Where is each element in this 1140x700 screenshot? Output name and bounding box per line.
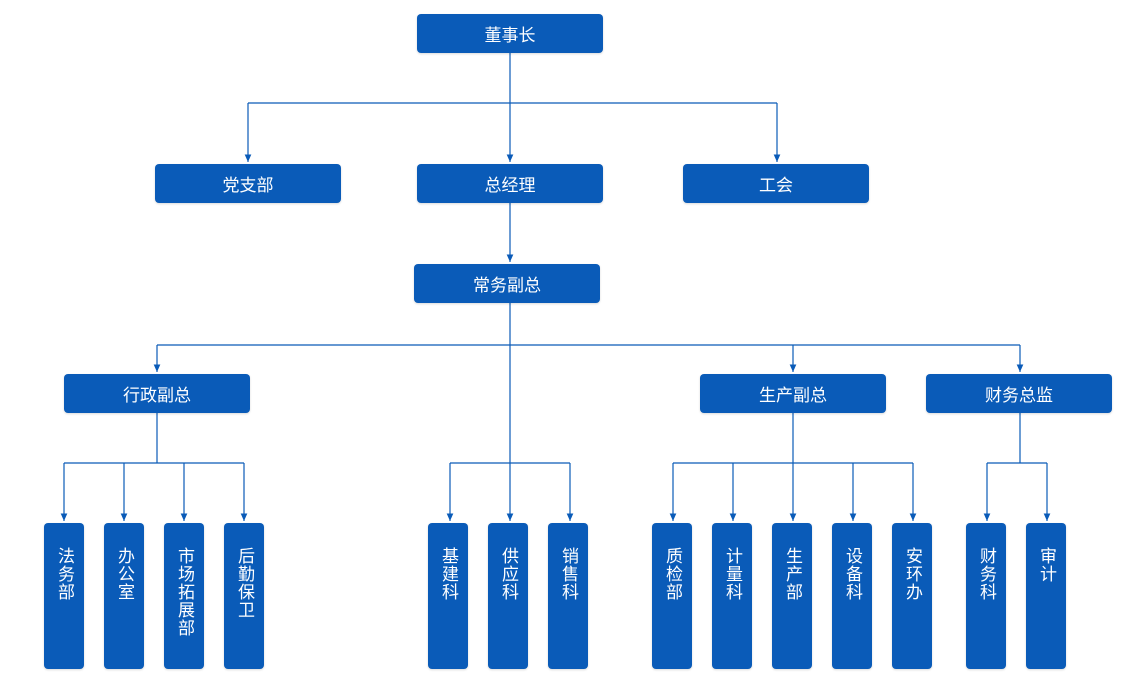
node-label: 设备科	[842, 547, 862, 601]
node-label: 安环办	[902, 547, 922, 601]
node-equipment: 设备科	[832, 523, 872, 669]
node-label: 基建科	[438, 547, 458, 601]
node-label: 财务科	[976, 547, 996, 601]
node-audit: 审计	[1026, 523, 1066, 669]
node-quality-dept: 质检部	[652, 523, 692, 669]
node-market-dept: 市场拓展部	[164, 523, 204, 669]
node-metrology: 计量科	[712, 523, 752, 669]
node-legal-dept: 法务部	[44, 523, 84, 669]
node-sales: 销售科	[548, 523, 588, 669]
node-safety-office: 安环办	[892, 523, 932, 669]
node-admin-vp: 行政副总	[64, 374, 250, 413]
node-party-branch: 党支部	[155, 164, 341, 203]
node-general-manager: 总经理	[417, 164, 603, 203]
node-label: 生产部	[782, 547, 802, 601]
node-label: 法务部	[54, 547, 74, 601]
node-label: 计量科	[722, 547, 742, 601]
node-supply: 供应科	[488, 523, 528, 669]
node-label: 后勤保卫	[234, 547, 254, 619]
node-finance-director: 财务总监	[926, 374, 1112, 413]
node-executive-vp: 常务副总	[414, 264, 600, 303]
node-label: 供应科	[498, 547, 518, 601]
node-infrastructure: 基建科	[428, 523, 468, 669]
node-union: 工会	[683, 164, 869, 203]
node-production-dept: 生产部	[772, 523, 812, 669]
node-label: 办公室	[114, 547, 134, 601]
node-logistics: 后勤保卫	[224, 523, 264, 669]
node-office: 办公室	[104, 523, 144, 669]
node-finance-section: 财务科	[966, 523, 1006, 669]
node-label: 销售科	[558, 547, 578, 601]
node-label: 审计	[1036, 547, 1056, 583]
node-production-vp: 生产副总	[700, 374, 886, 413]
node-chairman: 董事长	[417, 14, 603, 53]
node-label: 市场拓展部	[174, 547, 194, 637]
node-label: 质检部	[662, 547, 682, 601]
